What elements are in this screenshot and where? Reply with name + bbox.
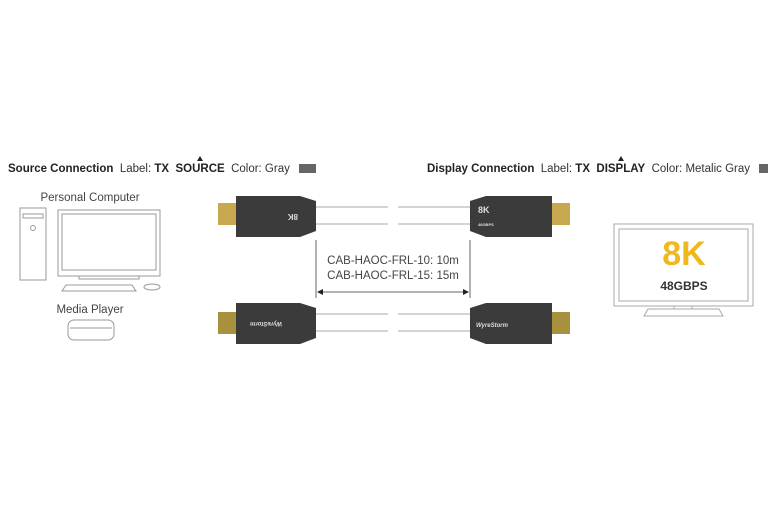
source-label-tx: TX (154, 163, 170, 175)
length-10m: CAB-HAOC-FRL-10: 10m (327, 255, 459, 267)
length-15m: CAB-HAOC-FRL-15: 15m (327, 270, 459, 282)
tv-48gbps-text: 48GBPS (660, 279, 707, 293)
connector-brand: WyreStorm (249, 320, 282, 326)
pc-icon (19, 207, 161, 292)
display-color-text: Color: Metalic Gray (651, 163, 750, 175)
display-label-tx: TX (575, 163, 590, 175)
connector-badge: 8K (288, 212, 298, 221)
source-connector-top: 8K (218, 196, 316, 237)
display-connector-bottom: WyreStorm (470, 303, 570, 344)
display-connector-top: 8K 48GBPS (470, 196, 570, 237)
connector-badge-sub: 48GBPS (478, 222, 494, 227)
source-connector-bottom: WyreStorm (218, 303, 316, 344)
media-player-label: Media Player (56, 304, 124, 316)
display-label-name: DISPLAY (596, 163, 646, 175)
connector-badge: 8K (478, 205, 490, 215)
display-title: Display Connection (427, 163, 535, 175)
tv-icon (613, 223, 754, 317)
media-player-icon (67, 319, 115, 341)
source-color-swatch (299, 164, 317, 174)
display-label-prefix: Label: (540, 163, 573, 175)
tv-8k-text: 8K (662, 235, 706, 273)
length-dimension (315, 240, 471, 298)
cables (316, 206, 470, 332)
source-connection-header: Source Connection Label: TX SOURCE Color… (8, 163, 317, 175)
source-color-text: Color: Gray (231, 163, 290, 175)
connector-brand: WyreStorm (476, 323, 509, 329)
display-connection-header: Display Connection Label: TX DISPLAY Col… (427, 163, 768, 175)
display-color-swatch (759, 164, 768, 174)
source-label-prefix: Label: (119, 163, 152, 175)
pc-label: Personal Computer (40, 192, 140, 204)
source-label-name: SOURCE (175, 163, 225, 175)
source-title: Source Connection (8, 163, 114, 175)
